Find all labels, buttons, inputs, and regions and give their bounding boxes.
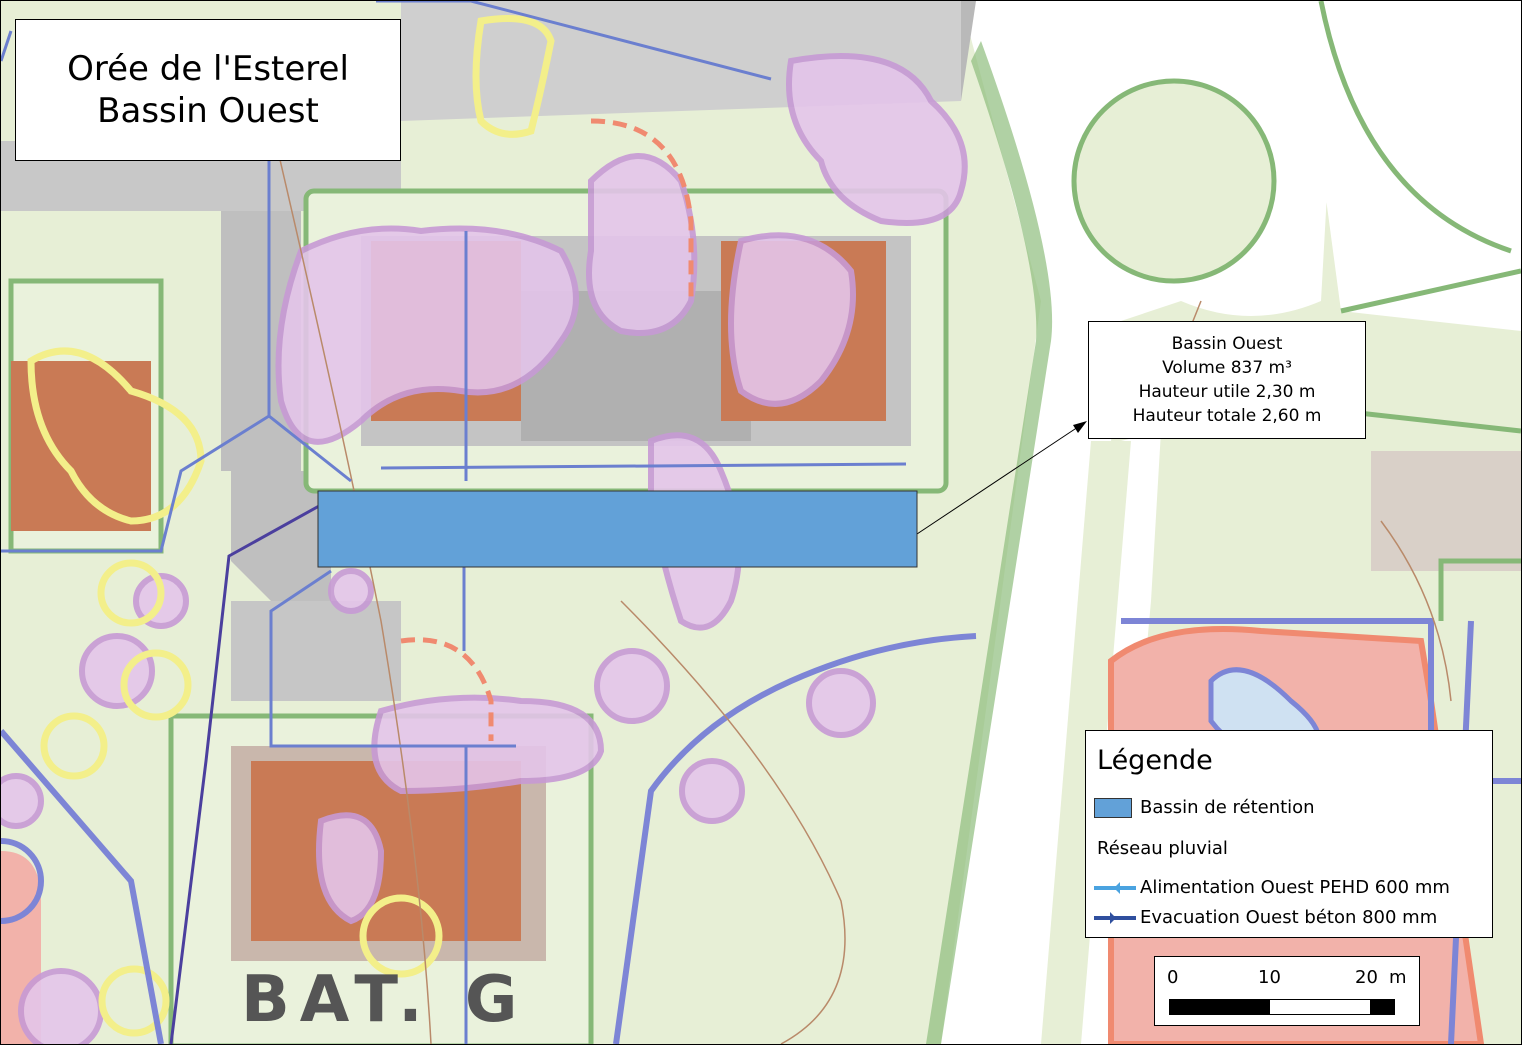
scale-tick-0: 0 <box>1167 967 1179 988</box>
feed-pipe-arrow-icon <box>1094 881 1136 894</box>
scale-unit: m <box>1389 967 1407 988</box>
basin-info-callout: Bassin Ouest Volume 837 m³ Hauteur utile… <box>1088 321 1366 439</box>
legend-basin-label: Bassin de rétention <box>1140 797 1315 818</box>
legend-outlet-label: Evacuation Ouest béton 800 mm <box>1140 907 1438 928</box>
scale-bar-box: 0 10 20 m <box>1154 956 1420 1026</box>
map-title-line1: Orée de l'Esterel <box>67 49 349 89</box>
retention-basin <box>317 490 918 568</box>
info-line2: Volume 837 m³ <box>1162 358 1292 378</box>
scale-segment-1 <box>1170 1000 1270 1014</box>
outlet-pipe-arrow-icon <box>1094 911 1136 924</box>
scale-tick-10: 10 <box>1258 967 1281 988</box>
info-line1: Bassin Ouest <box>1171 334 1283 354</box>
legend-row-outlet: Evacuation Ouest béton 800 mm <box>1094 907 1437 928</box>
basin-swatch-icon <box>1094 797 1132 818</box>
building-label: BAT. G <box>241 963 527 1037</box>
legend-row-feed: Alimentation Ouest PEHD 600 mm <box>1094 877 1450 898</box>
info-line3: Hauteur utile 2,30 m <box>1138 382 1316 402</box>
info-line4: Hauteur totale 2,60 m <box>1132 406 1322 426</box>
legend: Légende Bassin de rétention Réseau pluvi… <box>1085 730 1493 938</box>
scale-segment-2 <box>1370 1000 1394 1014</box>
scale-bar <box>1169 999 1395 1015</box>
legend-title: Légende <box>1097 745 1213 776</box>
map-title-box: Orée de l'Esterel Bassin Ouest <box>15 19 401 161</box>
legend-feed-label: Alimentation Ouest PEHD 600 mm <box>1140 877 1450 898</box>
legend-row-basin: Bassin de rétention <box>1094 797 1315 818</box>
scale-tick-20: 20 <box>1355 967 1378 988</box>
map-title-line2: Bassin Ouest <box>97 91 319 131</box>
legend-network-label: Réseau pluvial <box>1097 838 1228 859</box>
